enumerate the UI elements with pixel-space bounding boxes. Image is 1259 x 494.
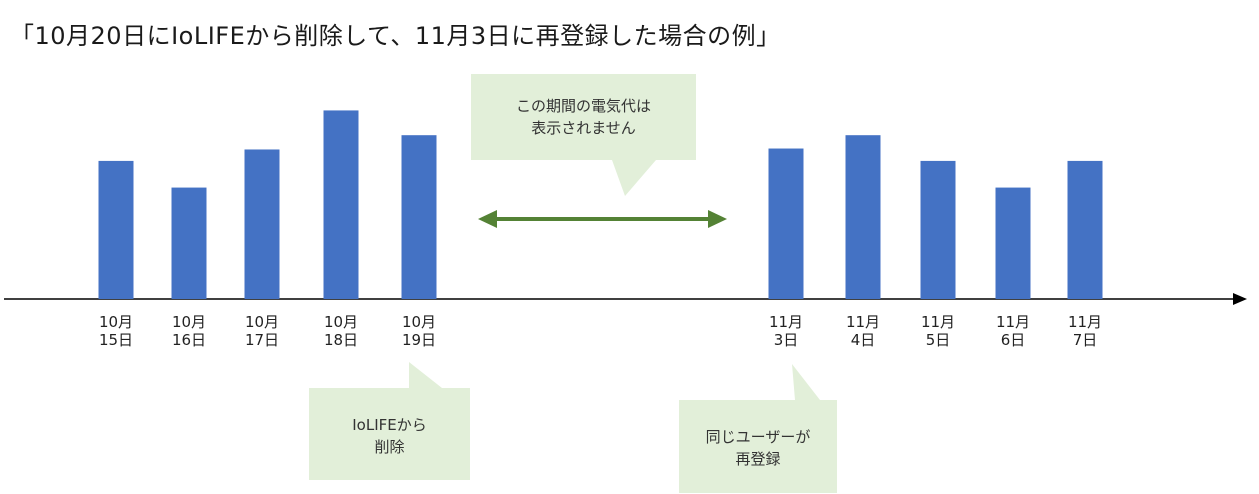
tick-label-1-2-line1: 11月 [921, 313, 955, 331]
tick-label-0-3-line1: 10月 [324, 313, 358, 331]
tick-label-1-3-line1: 11月 [996, 313, 1030, 331]
tick-label-0-1-line2: 16日 [172, 331, 206, 349]
tick-label-1-4-line2: 7日 [1073, 331, 1098, 349]
bar-1-0 [768, 148, 804, 299]
bar-0-1 [171, 187, 207, 299]
page-title: 「10月20日にIoLIFEから削除して、11月3日に再登録した場合の例」 [10, 22, 781, 50]
x-axis [4, 293, 1247, 305]
tick-label-1-0-line2: 3日 [774, 331, 799, 349]
bar-0-0 [98, 160, 134, 299]
delete-callout-line1: IoLIFEから [352, 416, 427, 434]
tick-label-0-4-line2: 19日 [402, 331, 436, 349]
gap-callout-line1: この期間の電気代は [515, 97, 651, 115]
bar-1-4 [1067, 160, 1103, 299]
bars-layer [98, 110, 1103, 299]
tick-label-1-3-line2: 6日 [1001, 331, 1026, 349]
tick-label-1-1-line2: 4日 [851, 331, 876, 349]
delete-callout: IoLIFEから 削除 [309, 414, 470, 458]
gap-callout: この期間の電気代は 表示されません [471, 95, 696, 139]
reregister-callout-line1: 同じユーザーが [705, 428, 811, 446]
delete-callout-bubble [309, 362, 470, 480]
bar-1-1 [845, 135, 881, 299]
tick-label-1-2-line2: 5日 [926, 331, 951, 349]
bar-0-2 [244, 149, 280, 299]
bar-1-2 [920, 160, 956, 299]
delete-callout-line2: 削除 [374, 438, 405, 456]
bar-0-3 [323, 110, 359, 299]
gap-callout-line2: 表示されません [531, 119, 636, 137]
bar-1-3 [995, 187, 1031, 299]
tick-label-0-1-line1: 10月 [172, 313, 206, 331]
tick-label-0-3-line2: 18日 [324, 331, 358, 349]
gap-arrow-right-head [708, 210, 727, 228]
tick-label-0-4-line1: 10月 [402, 313, 436, 331]
gap-callout-bubble [471, 74, 696, 196]
bar-0-4 [401, 135, 437, 299]
gap-double-arrow [478, 210, 727, 228]
tick-label-0-0-line1: 10月 [99, 313, 133, 331]
gap-arrow-left-head [478, 210, 497, 228]
reregister-callout-bubble [679, 364, 837, 493]
tick-labels-layer: 10月15日10月16日10月17日10月18日10月19日11月3日11月4日… [99, 313, 1102, 349]
tick-label-1-4-line1: 11月 [1068, 313, 1102, 331]
tick-label-1-0-line1: 11月 [769, 313, 803, 331]
reregister-callout-line2: 再登録 [735, 450, 781, 468]
x-axis-arrowhead [1233, 293, 1247, 305]
tick-label-1-1-line1: 11月 [846, 313, 880, 331]
tick-label-0-2-line2: 17日 [245, 331, 279, 349]
callout-shapes [309, 74, 837, 493]
tick-label-0-2-line1: 10月 [245, 313, 279, 331]
reregister-callout: 同じユーザーが 再登録 [679, 426, 837, 470]
tick-label-0-0-line2: 15日 [99, 331, 133, 349]
